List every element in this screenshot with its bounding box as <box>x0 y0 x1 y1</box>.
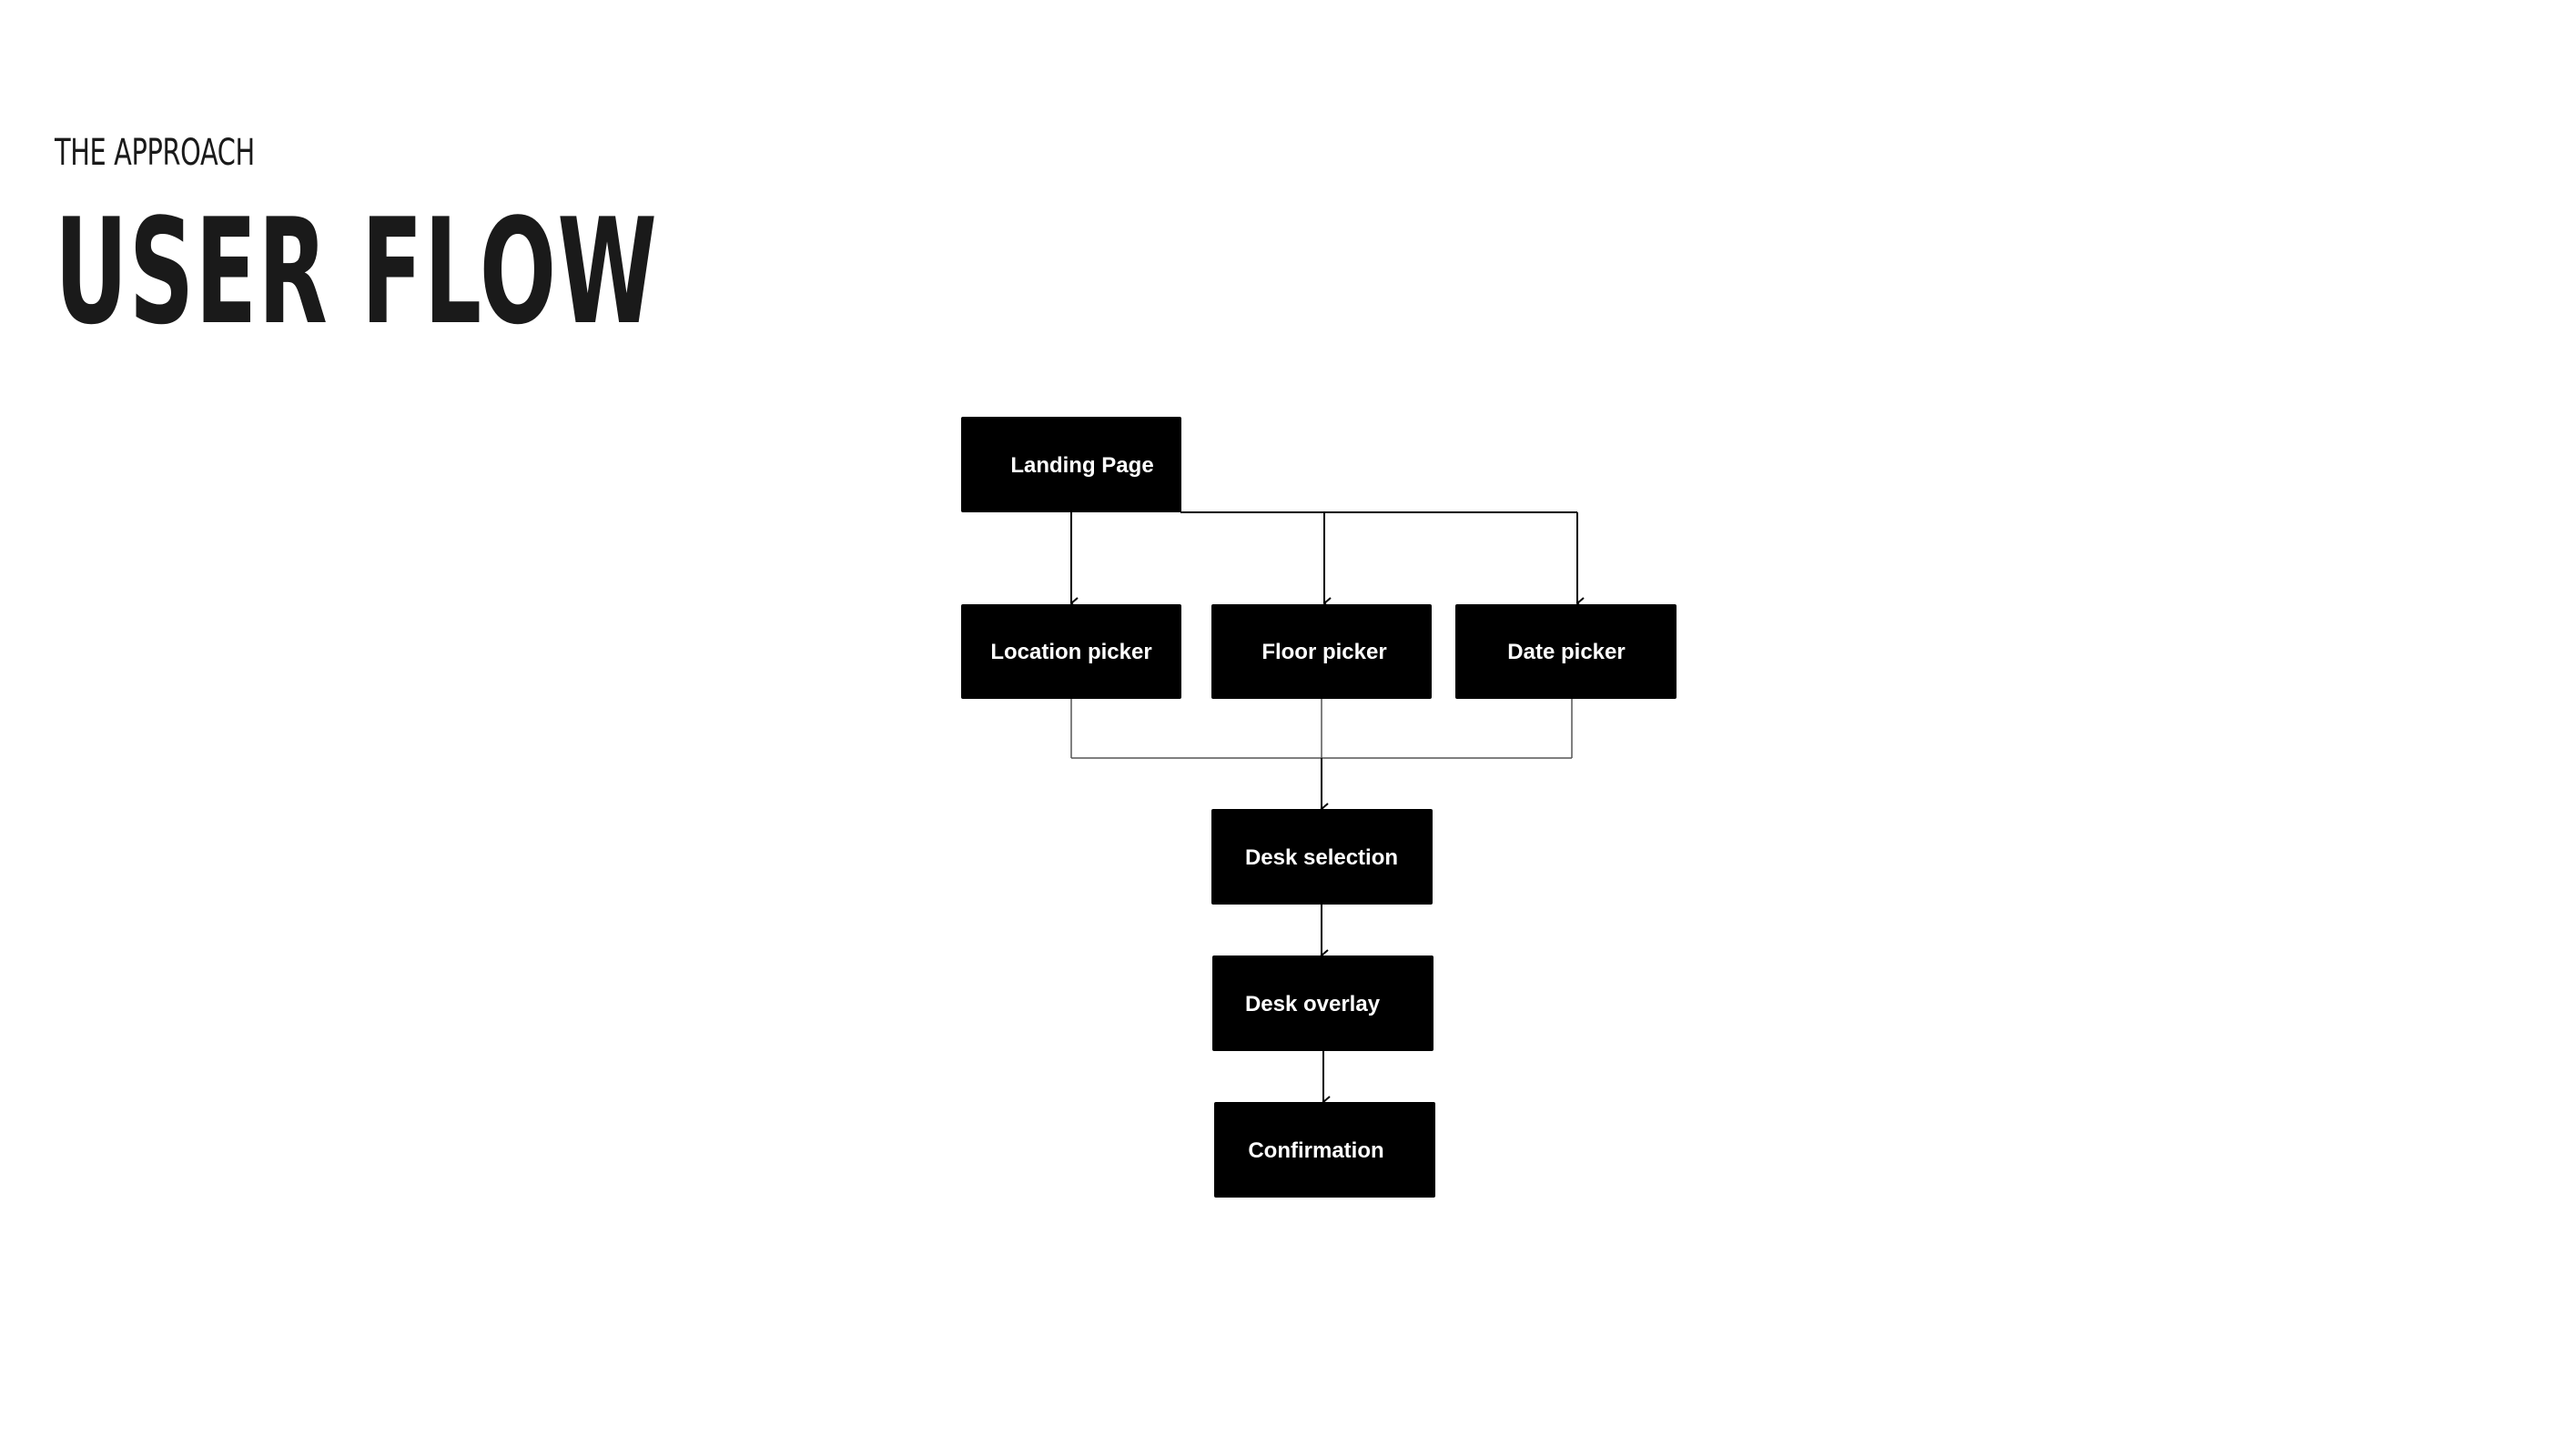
node-label: Desk overlay <box>1245 992 1381 1016</box>
node-label: Desk selection <box>1245 845 1398 870</box>
node-desk-overlay: Desk overlay <box>1212 956 1433 1051</box>
node-date-picker: Date picker <box>1455 604 1677 699</box>
node-floor-picker: Floor picker <box>1211 604 1432 699</box>
node-landing-page: Landing Page <box>961 417 1181 512</box>
connector-landing-to-pickers <box>1069 511 1585 610</box>
node-label: Location picker <box>990 640 1151 664</box>
node-location-picker: Location picker <box>961 604 1181 699</box>
node-label: Date picker <box>1507 640 1625 664</box>
node-confirmation: Confirmation <box>1214 1102 1435 1198</box>
node-label: Confirmation <box>1248 1138 1383 1163</box>
page-title: USER FLOW <box>55 187 659 357</box>
connector-pickers-to-desk-selection <box>1070 698 1573 815</box>
node-label: Landing Page <box>1010 453 1153 478</box>
node-desk-selection: Desk selection <box>1211 809 1433 905</box>
node-label: Floor picker <box>1261 640 1386 664</box>
section-eyebrow: THE APPROACH <box>55 132 255 174</box>
